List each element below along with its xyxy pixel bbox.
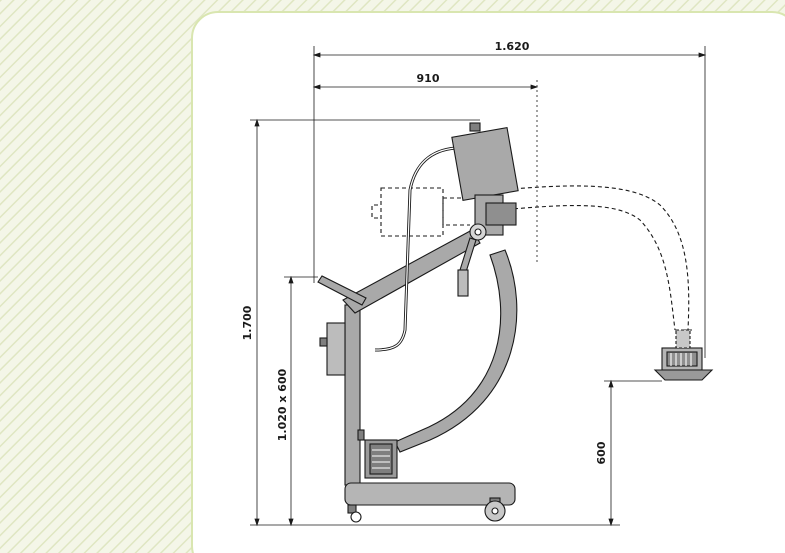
frame bbox=[317, 229, 518, 514]
total-height-label: 1.700 bbox=[241, 305, 254, 340]
front-caster bbox=[350, 511, 362, 523]
reach-width-label: 910 bbox=[417, 72, 440, 85]
overall-width-label: 1.620 bbox=[495, 40, 530, 53]
drawing-panel bbox=[191, 11, 785, 553]
suction-head bbox=[653, 329, 714, 381]
dimension-lines bbox=[250, 46, 707, 527]
base-suction-unit bbox=[357, 429, 398, 479]
machine-illustration bbox=[317, 122, 714, 523]
handle-height-label: 1.020 x 600 bbox=[276, 368, 289, 441]
motor-head bbox=[451, 122, 519, 297]
suction-height-label: 600 bbox=[595, 441, 608, 464]
